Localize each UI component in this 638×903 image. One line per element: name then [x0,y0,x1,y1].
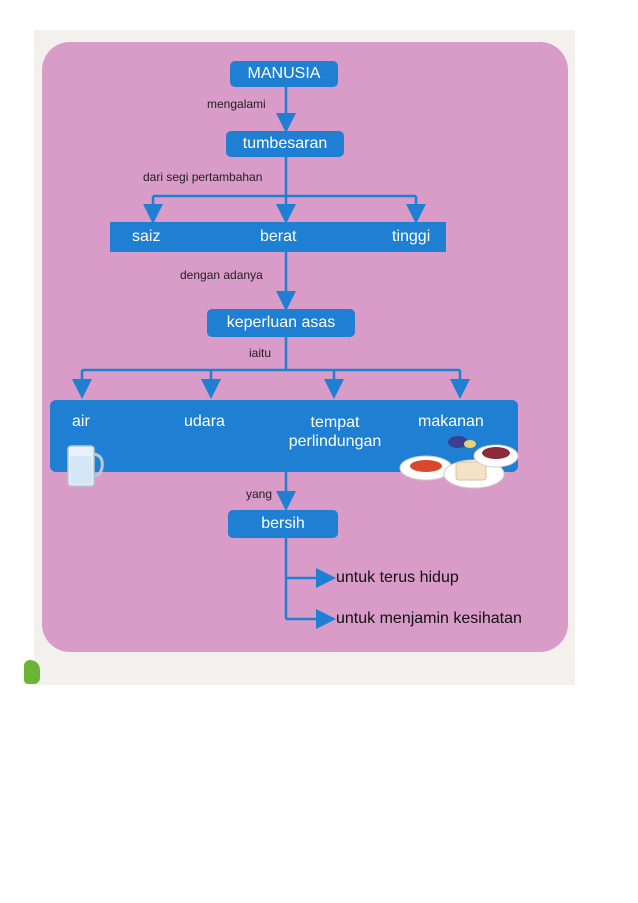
edge-label-dengan-adanya: dengan adanya [180,268,263,282]
edge-label-yang: yang [246,487,273,501]
aspect-saiz: saiz [132,228,161,245]
aspect-tinggi: tinggi [392,228,431,245]
edge-label-iaitu: iaitu [249,346,272,360]
aspect-berat: berat [260,228,297,245]
edge-label-dari-segi-pertambahan: dari segi pertambahan [143,170,263,184]
need-udara: udara [184,413,225,430]
outcome-menjamin-kesihatan: untuk menjamin kesihatan [336,610,522,627]
glass-of-water-icon [67,445,104,487]
growth-aspects-band: saiz berat tinggi [110,222,446,252]
quality-node: bersih [228,510,338,538]
needs-node: keperluan asas [207,309,355,337]
growth-node: tumbesaran [226,131,344,157]
food-plates-icon [399,436,519,489]
need-tempat-perlindungan: tempat perlindungan [288,414,382,450]
root-node: MANUSIA [230,61,338,87]
outcome-terus-hidup: untuk terus hidup [336,569,459,586]
leaf-decoration-icon [24,660,40,684]
need-air: air [72,413,90,430]
edge-label-mengalami: mengalami [207,97,266,111]
need-makanan: makanan [418,413,484,430]
